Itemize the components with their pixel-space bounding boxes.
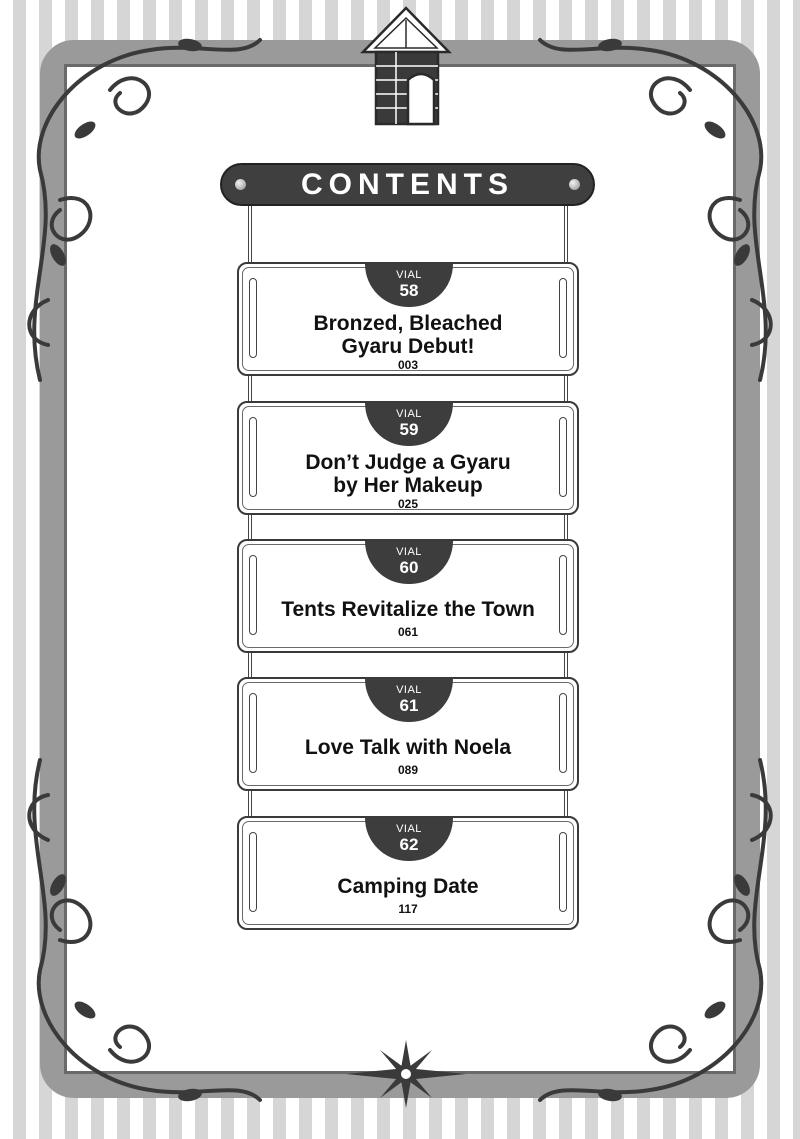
peg-icon: [249, 417, 257, 497]
chapter-number: 62: [399, 835, 419, 854]
vine-bottom-left: [32, 758, 262, 1102]
chapter-badge: VIAL 59: [365, 403, 453, 446]
badge-label: VIAL: [396, 546, 422, 558]
badge-label: VIAL: [396, 684, 422, 696]
chapter-number: 61: [399, 696, 419, 715]
compass-star-ornament: [346, 1040, 466, 1108]
chapter-title-line: Bronzed, Bleached: [313, 312, 503, 335]
chapter-number: 58: [399, 281, 419, 300]
chapter-title: Don’t Judge a Gyaru by Her Makeup: [249, 451, 567, 497]
chapter-card-62[interactable]: VIAL 62 Camping Date 117: [237, 816, 579, 930]
chapter-number: 59: [399, 420, 419, 439]
chapter-badge: VIAL 62: [365, 818, 453, 861]
peg-icon: [249, 832, 257, 912]
chapter-title-line: by Her Makeup: [333, 474, 483, 497]
badge-label: VIAL: [396, 269, 422, 281]
vine-top-right: [538, 38, 768, 382]
chapter-card-58[interactable]: VIAL 58 Bronzed, Bleached Gyaru Debut! 0…: [237, 262, 579, 376]
chapter-title-line: Camping Date: [337, 875, 479, 898]
peg-icon: [249, 555, 257, 635]
contents-title-bar: CONTENTS: [220, 163, 595, 206]
page-title: CONTENTS: [301, 167, 514, 201]
chapter-card-61[interactable]: VIAL 61 Love Talk with Noela 089: [237, 677, 579, 791]
peg-icon: [249, 278, 257, 358]
chapter-title: Tents Revitalize the Town: [249, 598, 567, 621]
chapter-number: 60: [399, 558, 419, 577]
chapter-card-60[interactable]: VIAL 60 Tents Revitalize the Town 061: [237, 539, 579, 653]
chapter-card-59[interactable]: VIAL 59 Don’t Judge a Gyaru by Her Makeu…: [237, 401, 579, 515]
chapter-title-line: Love Talk with Noela: [304, 736, 512, 759]
chapter-title-line: Tents Revitalize the Town: [281, 598, 535, 621]
peg-icon: [559, 555, 567, 635]
chapter-title: Camping Date: [249, 875, 567, 898]
badge-label: VIAL: [396, 823, 422, 835]
peg-icon: [559, 832, 567, 912]
chapter-badge: VIAL 58: [365, 264, 453, 307]
chapter-title: Bronzed, Bleached Gyaru Debut!: [249, 312, 567, 358]
chapter-badge: VIAL 61: [365, 679, 453, 722]
chapter-page: 117: [398, 902, 418, 916]
chapter-title-line: Gyaru Debut!: [341, 335, 475, 358]
chapter-badge: VIAL 60: [365, 541, 453, 584]
rivet-icon: [235, 179, 246, 190]
chapter-page: 025: [397, 497, 419, 511]
chapter-page: 061: [397, 625, 419, 639]
chapter-page: 003: [397, 358, 419, 372]
chapter-title: Love Talk with Noela: [249, 736, 567, 759]
house-emblem: [360, 6, 452, 126]
chapter-title-line: Don’t Judge a Gyaru: [305, 451, 511, 474]
vine-bottom-right: [538, 758, 768, 1102]
peg-icon: [559, 693, 567, 773]
rivet-icon: [569, 179, 580, 190]
peg-icon: [559, 417, 567, 497]
vine-top-left: [32, 38, 262, 382]
chapter-page: 089: [397, 763, 419, 777]
peg-icon: [249, 693, 257, 773]
peg-icon: [559, 278, 567, 358]
badge-label: VIAL: [396, 408, 422, 420]
